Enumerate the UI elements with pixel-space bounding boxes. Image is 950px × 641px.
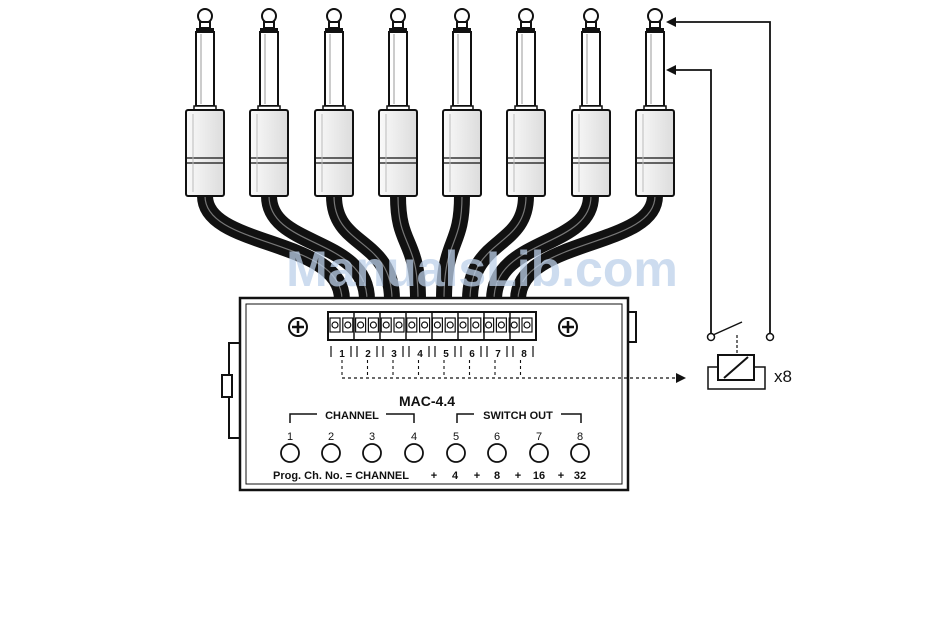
button-number-label: 6 <box>494 431 500 443</box>
plus-sign: + <box>474 470 480 482</box>
button-number-label: 5 <box>453 431 459 443</box>
jack-plug <box>379 9 417 196</box>
front-panel-button[interactable] <box>322 444 340 462</box>
terminal-screw-icon <box>330 318 340 332</box>
front-panel-button[interactable] <box>363 444 381 462</box>
button-number-label: 1 <box>287 431 293 443</box>
terminal-screw-icon <box>496 318 506 332</box>
front-panel-button[interactable] <box>530 444 548 462</box>
terminal-number: 5 <box>443 349 449 360</box>
button-number-label: 8 <box>577 431 583 443</box>
terminal-screw-icon <box>394 318 404 332</box>
relay-switch-contact <box>668 22 774 355</box>
channel-group-label: CHANNEL <box>325 410 379 422</box>
terminal-screw-icon <box>432 318 442 332</box>
relay-coil <box>708 355 765 389</box>
jack-plug <box>315 9 353 196</box>
terminal-screw-icon <box>368 318 378 332</box>
mac-4-4-device: 1 2 3 4 5 6 7 8 MAC-4.4 CHANNEL SWITCH OUT 1 2 3 4… <box>222 298 636 490</box>
terminal-screw-icon <box>356 318 366 332</box>
jack-plug <box>250 9 288 196</box>
front-panel-button[interactable] <box>447 444 465 462</box>
terminal-number: 7 <box>495 349 501 360</box>
jack-plug <box>507 9 545 196</box>
model-label: MAC-4.4 <box>399 393 455 409</box>
terminal-screw-icon <box>458 318 468 332</box>
prog-value-32: 32 <box>574 470 586 482</box>
relay-multiplier-label: x8 <box>774 367 792 386</box>
terminal-number: 6 <box>469 349 475 360</box>
terminal-number: 3 <box>391 349 397 360</box>
jack-plug <box>186 9 224 196</box>
plus-sign: + <box>515 470 521 482</box>
front-panel-button[interactable] <box>571 444 589 462</box>
terminal-screw-icon <box>471 318 481 332</box>
button-number-label: 4 <box>411 431 417 443</box>
terminal-number: 4 <box>417 349 423 360</box>
terminal-screw-icon <box>445 318 455 332</box>
terminal-screw-icon <box>420 318 430 332</box>
jack-plug-group <box>186 9 674 196</box>
prog-value-16: 16 <box>533 470 545 482</box>
front-panel-button[interactable] <box>281 444 299 462</box>
terminal-number: 1 <box>339 349 345 360</box>
left-side-connector <box>222 375 232 397</box>
terminal-number: 2 <box>365 349 371 360</box>
prog-formula-prefix: Prog. Ch. No. = CHANNEL <box>273 470 409 482</box>
terminal-screw-icon <box>381 318 391 332</box>
plus-sign: + <box>558 470 564 482</box>
terminal-screw-icon <box>484 318 494 332</box>
button-number-label: 7 <box>536 431 542 443</box>
switch-group-label: SWITCH OUT <box>483 410 553 422</box>
button-number-label: 2 <box>328 431 334 443</box>
terminal-block <box>328 312 536 340</box>
terminal-screw-icon <box>343 318 353 332</box>
jack-plug <box>572 9 610 196</box>
prog-value-4: 4 <box>452 470 459 482</box>
watermark: ManualsLib.com <box>286 241 678 297</box>
terminal-number: 8 <box>521 349 527 360</box>
screw-icon <box>289 318 307 336</box>
terminal-screw-icon <box>522 318 532 332</box>
jack-plug <box>636 9 674 196</box>
prog-value-8: 8 <box>494 470 500 482</box>
plus-sign: + <box>431 470 437 482</box>
front-panel-button[interactable] <box>488 444 506 462</box>
switch-wire-tip <box>668 22 770 334</box>
screw-icon <box>559 318 577 336</box>
button-number-label: 3 <box>369 431 375 443</box>
front-panel-button[interactable] <box>405 444 423 462</box>
terminal-screw-icon <box>407 318 417 332</box>
jack-plug <box>443 9 481 196</box>
